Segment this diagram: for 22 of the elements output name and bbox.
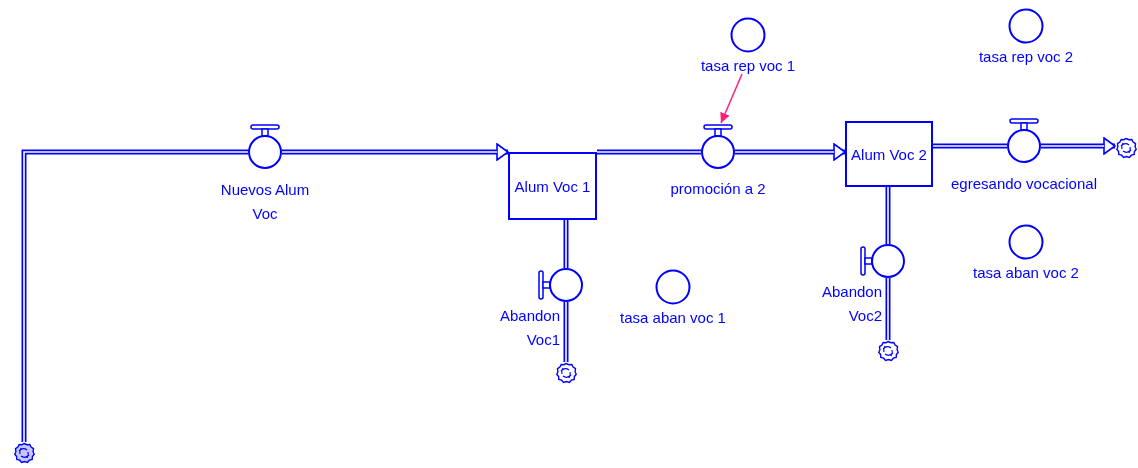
flow-pipe (282, 143, 509, 161)
variable-label: tasa rep voc 1 (700, 57, 796, 74)
flow-pipe (1041, 137, 1116, 155)
flow-pipe (933, 143, 1007, 149)
flow-label: promoción a 2 (669, 179, 767, 199)
flow-label: Abandon Voc2 (820, 282, 882, 326)
variable-label: tasa aban voc 1 (620, 309, 726, 326)
flow-label: Nuevos Alum Voc (219, 180, 311, 224)
flow-label: Abandon Voc1 (498, 306, 560, 350)
stock-box (508, 152, 597, 220)
flow-pipe (563, 302, 569, 362)
flow-pipe (885, 278, 891, 340)
flow-pipe (735, 143, 846, 161)
link-arrow (720, 73, 743, 124)
variable-label: tasa aban voc 2 (973, 264, 1079, 281)
flow-label: egresando vocacional (950, 174, 1098, 194)
flow-pipe (597, 149, 701, 155)
variable-label: tasa rep voc 2 (978, 48, 1074, 65)
flow-pipe (885, 187, 891, 244)
stock-box (845, 121, 933, 187)
flow-pipe (563, 220, 569, 268)
flow-pipe (21, 149, 248, 442)
